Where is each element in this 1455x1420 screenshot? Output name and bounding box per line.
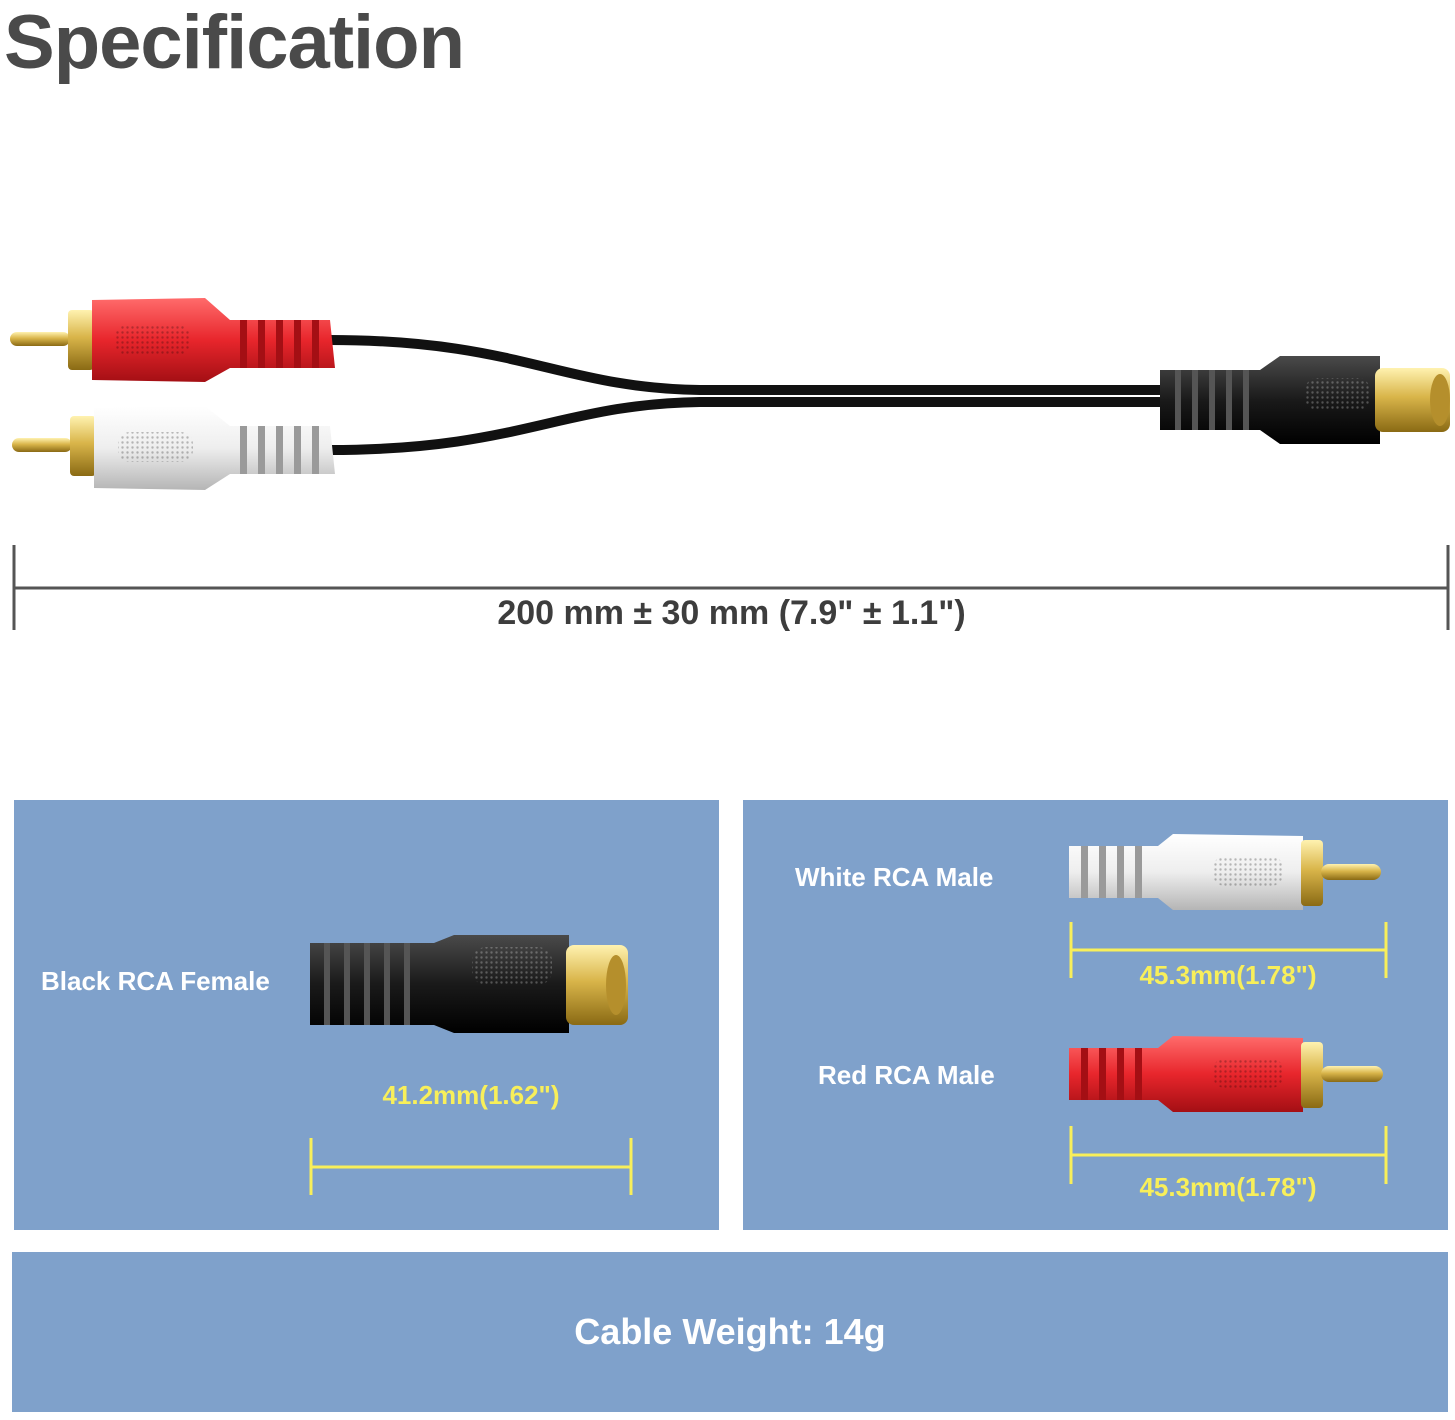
overall-length-label: 200 mm ± 30 mm (7.9" ± 1.1"): [497, 594, 966, 632]
female-connector-label: Black RCA Female: [41, 966, 270, 996]
page-title: Specification: [4, 0, 465, 85]
y-cable-illustration: [10, 298, 1450, 490]
white-length-label: 45.3mm(1.78"): [1139, 960, 1317, 990]
red-dimension-line: [1069, 1126, 1388, 1184]
male-connectors-panel: White RCA Male Red RCA Male 45.3mm(1.78"…: [743, 800, 1448, 1230]
female-length-label: 41.2mm(1.62"): [382, 1080, 560, 1110]
white-cable-wire: [329, 397, 1170, 455]
white-connector-label: White RCA Male: [795, 862, 994, 892]
red-length-label: 45.3mm(1.78"): [1139, 1172, 1317, 1202]
red-cable-wire: [329, 335, 1170, 395]
red-connector-label: Red RCA Male: [818, 1060, 995, 1090]
red-rca-male-plug: [10, 298, 335, 382]
red-rca-male-image: [1069, 1036, 1383, 1112]
female-connector-panel: Black RCA Female 41.2mm(1.62"): [14, 800, 719, 1230]
cable-weight-label: Cable Weight: 14g: [574, 1311, 886, 1352]
white-rca-male-plug: [12, 406, 335, 490]
white-rca-male-image: [1069, 834, 1381, 910]
black-rca-female-jack: [1160, 356, 1450, 444]
cable-weight-panel: Cable Weight: 14g: [12, 1252, 1448, 1412]
white-dimension-line: [1069, 922, 1388, 978]
overall-dimension-line: [12, 545, 1450, 630]
black-rca-female-image: [309, 935, 633, 1195]
